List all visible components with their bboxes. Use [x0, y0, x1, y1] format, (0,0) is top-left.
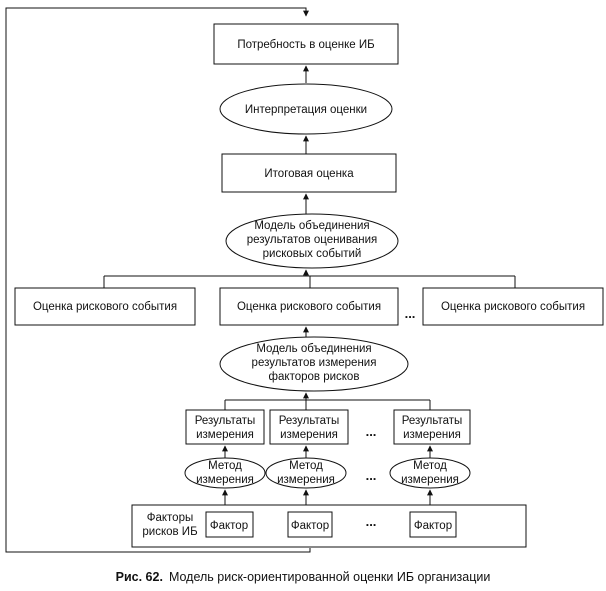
- measurement-method-ellipse-3: [389, 457, 471, 489]
- aggregation-factors-ellipse: [219, 336, 409, 392]
- risk-event-label-3: Оценка рискового события: [441, 301, 585, 313]
- measurement-results-2-line-1: Результаты: [279, 415, 340, 427]
- measurement-method-ellipse-2: [265, 457, 347, 489]
- aggregation-factors-line-2: результатов измерения: [252, 357, 377, 369]
- measurement-method-3-line-2: измерения: [401, 474, 459, 486]
- final-assessment-label: Итоговая оценка: [264, 168, 354, 180]
- aggregation-factors-line-3: факторов рисков: [269, 371, 360, 383]
- risk-event-label-1: Оценка рискового события: [33, 301, 177, 313]
- measurement-method-ellipse-1: [184, 457, 266, 489]
- figure-caption-number: Рис. 62.: [115, 570, 163, 584]
- interpretation-ellipse: [219, 83, 393, 135]
- factor-label-2: Фактор: [291, 520, 329, 532]
- risk-factors-label-line-1: Факторы: [147, 512, 194, 524]
- measurement-results-3-line-2: измерения: [403, 429, 461, 441]
- aggregation-factors-line-1: Модель объединения: [256, 343, 371, 355]
- measurement-method-3-line-1: Метод: [413, 460, 447, 472]
- factors-ellipsis: ...: [366, 514, 377, 529]
- measurement-results-2-line-2: измерения: [280, 429, 338, 441]
- aggregation-events-ellipse: [225, 213, 399, 269]
- interpretation-label: Интерпретация оценки: [245, 104, 367, 116]
- need-label: Потребность в оценке ИБ: [237, 39, 374, 51]
- measurement-method-1-line-2: измерения: [196, 474, 254, 486]
- measurement-method-2-line-2: измерения: [277, 474, 335, 486]
- risk-event-label-2: Оценка рискового события: [237, 301, 381, 313]
- final-assessment-box: [221, 153, 397, 193]
- measurement-method-1-line-1: Метод: [208, 460, 242, 472]
- figure-caption: Рис. 62. Модель риск-ориентированной оцен…: [0, 570, 606, 584]
- need-box: [213, 23, 399, 65]
- figure-caption-text: Модель риск-ориентированной оценки ИБ ор…: [168, 570, 491, 584]
- events-ellipsis: ...: [405, 306, 416, 321]
- results-ellipsis: ...: [366, 424, 377, 439]
- measurement-results-3-line-1: Результаты: [402, 415, 463, 427]
- measurement-results-box-3: [393, 409, 471, 445]
- factor-label-1: Фактор: [210, 520, 248, 532]
- factor-box-1: [205, 511, 254, 538]
- measurement-results-1-line-1: Результаты: [195, 415, 256, 427]
- measurement-results-1-line-2: измерения: [196, 429, 254, 441]
- risk-assessment-diagram: Потребность в оценке ИБ Интерпретация оц…: [5, 7, 604, 553]
- aggregation-events-line-1: Модель объединения: [254, 220, 369, 232]
- measurement-method-2-line-1: Метод: [289, 460, 323, 472]
- risk-event-box-2: [219, 287, 399, 326]
- factor-box-2: [287, 511, 333, 538]
- risk-event-box-1: [14, 287, 196, 326]
- aggregation-events-line-2: результатов оценивания: [247, 234, 378, 246]
- measurement-results-box-1: [185, 409, 265, 445]
- methods-ellipsis: ...: [366, 468, 377, 483]
- feedback-loop-line: [5, 7, 311, 553]
- measurement-results-box-2: [269, 409, 349, 445]
- factor-box-3: [409, 511, 457, 538]
- aggregation-events-line-3: рисковых событий: [263, 248, 362, 260]
- risk-factors-label-line-2: рисков ИБ: [142, 526, 197, 538]
- risk-event-box-3: [422, 287, 604, 326]
- factor-label-3: Фактор: [414, 520, 452, 532]
